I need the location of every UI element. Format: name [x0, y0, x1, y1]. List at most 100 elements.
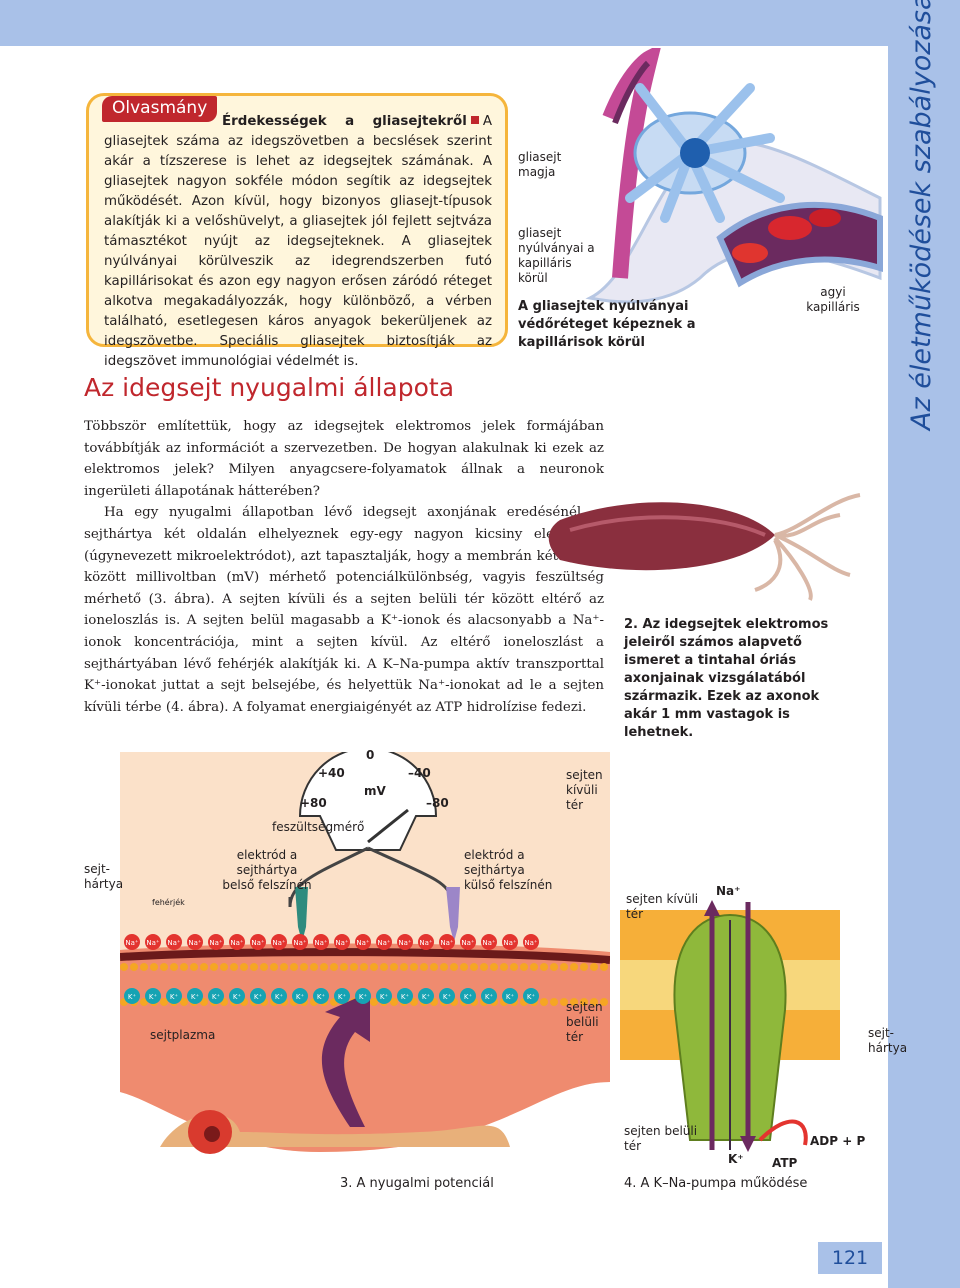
k-ion-label: K⁺	[338, 993, 347, 1001]
reading-body: A gliasejtek száma az idegszövetben a be…	[104, 114, 492, 369]
na-ion-label: Na⁺	[314, 939, 328, 947]
na-ion-label: Na⁺	[356, 939, 370, 947]
phospholipid-head	[400, 963, 408, 971]
phospholipid-head	[160, 998, 168, 1006]
na-ion	[124, 934, 140, 950]
phospholipid-head	[350, 963, 358, 971]
k-ion-label: K⁺	[233, 993, 242, 1001]
na-ion-label: Na⁺	[272, 939, 286, 947]
phospholipid-head	[560, 998, 568, 1006]
na-ion-label: Na⁺	[125, 939, 139, 947]
phospholipid-head	[390, 963, 398, 971]
na-ion	[250, 934, 266, 950]
phospholipid-head	[470, 963, 478, 971]
phospholipid-head	[500, 963, 508, 971]
k-ion	[439, 988, 455, 1004]
phospholipid-head	[360, 963, 368, 971]
k-ion	[208, 988, 224, 1004]
phospholipid-head	[600, 963, 608, 971]
phospholipid-head	[490, 963, 498, 971]
inner-electrode	[295, 887, 308, 942]
meter-tick-plus80: +80	[300, 796, 327, 810]
phospholipid-head	[320, 963, 328, 971]
na-ion	[166, 934, 182, 950]
phospholipid-head	[510, 963, 518, 971]
phospholipid-head	[550, 963, 558, 971]
na-ion-label: Na⁺	[398, 939, 412, 947]
atp-arrow-icon	[758, 1119, 808, 1146]
section-heading: Az idegsejt nyugalmi állapota	[84, 373, 455, 402]
na-ion-label: Na⁺	[146, 939, 160, 947]
phospholipid-head	[290, 963, 298, 971]
k-ion	[187, 988, 203, 1004]
phospholipid-head	[550, 998, 558, 1006]
fig3-membrane-label: sejt-hártya	[84, 862, 124, 891]
na-ion-label: Na⁺	[524, 939, 538, 947]
fig4-atp-label: ATP	[772, 1156, 798, 1170]
na-ion-label: Na⁺	[209, 939, 223, 947]
k-ion-label: K⁺	[359, 993, 368, 1001]
side-band	[888, 0, 960, 1288]
meter-tick-minus80: –80	[426, 796, 449, 810]
phospholipid-head	[410, 963, 418, 971]
phospholipid-head	[570, 998, 578, 1006]
fig4-outside-label: sejten kívüli tér	[626, 892, 699, 921]
fig4-adp-label: ADP + P	[810, 1134, 866, 1148]
phospholipid-head	[250, 963, 258, 971]
fig4-inside-top-label: sejten belüli tér	[566, 1000, 603, 1044]
phospholipid-head	[440, 963, 448, 971]
phospholipid-head	[140, 998, 148, 1006]
phospholipid-head	[570, 963, 578, 971]
phospholipid-head	[240, 963, 248, 971]
figure-3-caption: 3. A nyugalmi potenciál	[340, 1176, 494, 1191]
fig3-outside-label: sejten kívüli tér	[566, 768, 603, 812]
k-ion	[523, 988, 539, 1004]
k-ion	[418, 988, 434, 1004]
label-glia-processes: gliasejt nyúlványai a kapilláris körül	[518, 226, 595, 285]
k-ion	[166, 988, 182, 1004]
na-ion	[208, 934, 224, 950]
phospholipid-head	[430, 963, 438, 971]
page-number: 121	[818, 1242, 882, 1274]
k-ion	[250, 988, 266, 1004]
phospholipid-head	[580, 998, 588, 1006]
k-ion	[460, 988, 476, 1004]
na-ion	[313, 934, 329, 950]
phospholipid-head	[270, 963, 278, 971]
na-ion-label: Na⁺	[188, 939, 202, 947]
k-ion	[292, 988, 308, 1004]
bullet-square-icon	[470, 116, 479, 124]
phospholipid-head	[120, 963, 128, 971]
na-ion-label: Na⁺	[335, 939, 349, 947]
phospholipid-head	[200, 998, 208, 1006]
phospholipid-head	[380, 963, 388, 971]
na-ion	[187, 934, 203, 950]
phospholipid-head	[560, 963, 568, 971]
phospholipid-head	[590, 998, 598, 1006]
reading-box	[86, 93, 508, 347]
na-ion	[145, 934, 161, 950]
meter-label: feszültségmérő	[272, 820, 365, 834]
glia-illustration	[585, 48, 883, 304]
figure-4-caption: 4. A K–Na-pumpa működése	[624, 1176, 808, 1191]
na-ion	[355, 934, 371, 950]
phospholipid-head	[230, 963, 238, 971]
phospholipid-head	[410, 998, 418, 1006]
k-ion-label: K⁺	[506, 993, 515, 1001]
k-ion-label: K⁺	[422, 993, 431, 1001]
phospholipid-head	[330, 963, 338, 971]
k-ion	[229, 988, 245, 1004]
phospholipid-head	[420, 963, 428, 971]
phospholipid-head	[200, 963, 208, 971]
phospholipid-head	[160, 963, 168, 971]
phospholipid-head	[580, 963, 588, 971]
membrane-line	[120, 948, 610, 964]
zoom-arrow-icon	[321, 992, 370, 1127]
na-ion-label: Na⁺	[461, 939, 475, 947]
phospholipid-head	[370, 998, 378, 1006]
k-ion-label: K⁺	[380, 993, 389, 1001]
k-ion-label: K⁺	[443, 993, 452, 1001]
k-ion-label: K⁺	[527, 993, 536, 1001]
na-ion	[271, 934, 287, 950]
na-ion-label: Na⁺	[230, 939, 244, 947]
